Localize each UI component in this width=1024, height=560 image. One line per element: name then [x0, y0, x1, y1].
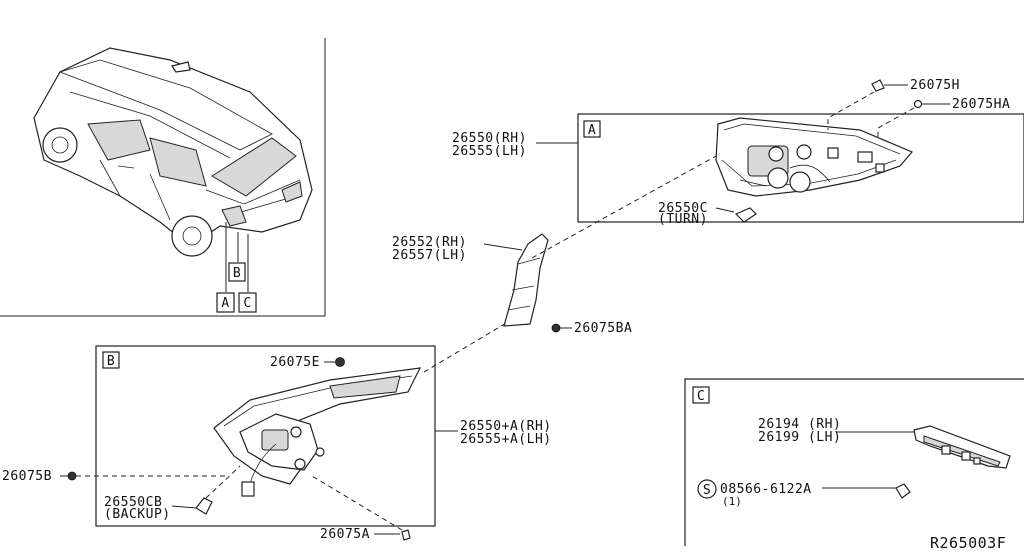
leader-26550c: [715, 207, 735, 213]
clip-26075h-icon: [871, 79, 885, 92]
vehicle-illustration: [33, 47, 313, 257]
section-c: C 26194 (RH) 26199 (LH) S 08566-6122A (1…: [684, 378, 1024, 546]
callout-box-a: A: [216, 292, 235, 313]
dash-26075h: [827, 91, 875, 130]
clip-26075a-icon: [401, 529, 411, 541]
nut-26075e-icon: [335, 357, 345, 367]
section-a: A 26075H 26075HA 26550C: [577, 78, 1024, 227]
rear-reflector: [913, 425, 1011, 469]
leader-26552: [483, 243, 523, 251]
screw-symbol: S: [703, 483, 711, 498]
callout-label-c: C: [243, 296, 251, 311]
bulb-26550c-icon: [734, 207, 757, 223]
reference-code: R265003F: [930, 534, 1006, 552]
label-08566: 08566-6122A: [720, 482, 812, 497]
bulb-26550cb-icon: [195, 497, 213, 515]
label-26555-lh: 26555(LH): [452, 144, 527, 159]
section-b-border: [95, 345, 436, 527]
dash-26075a: [311, 475, 403, 531]
dash-26550cb: [205, 465, 241, 499]
section-b-tag: B: [107, 354, 115, 369]
section-a-tag: A: [588, 123, 596, 138]
label-26557-lh: 26557(LH): [392, 248, 467, 263]
label-26075h: 26075H: [910, 78, 960, 93]
dash-b-to-bracket: [423, 321, 509, 373]
label-26550c-sub: (TURN): [658, 212, 708, 227]
dash-26075ha: [877, 107, 915, 140]
screw-symbol-circle: [697, 479, 717, 499]
nut-26075b-icon: [67, 471, 77, 481]
label-26550-rh: 26550(RH): [452, 131, 527, 146]
label-26550cb-sub: (BACKUP): [104, 507, 171, 522]
section-a-border: [577, 113, 1024, 223]
label-26075ha: 26075HA: [952, 97, 1010, 112]
label-26075b: 26075B: [2, 469, 52, 484]
section-a-tag-box: [583, 120, 601, 138]
section-b-tag-box: [102, 351, 120, 369]
vehicle-panel-border: [0, 38, 326, 317]
callout-label-a: A: [221, 296, 229, 311]
leader-26550cb: [171, 505, 197, 509]
section-c-tag-box: [692, 386, 710, 404]
section-c-tag: C: [697, 389, 705, 404]
label-26552-rh: 26552(RH): [392, 235, 467, 250]
label-26550a-rh: 26550+A(RH): [460, 419, 552, 434]
clip-26075ha-icon: [913, 99, 923, 109]
label-26555a-lh: 26555+A(LH): [460, 432, 552, 447]
vehicle-panel: B A C: [0, 38, 326, 317]
label-08566-qty: (1): [722, 495, 742, 508]
label-26075a: 26075A: [320, 527, 370, 542]
label-26550cb: 26550CB: [104, 495, 162, 510]
section-b: B 26075E 26550CB (BACKUP): [95, 345, 436, 527]
label-26550c: 26550C: [658, 201, 708, 216]
dash-bracket-to-a: [531, 155, 717, 259]
screw-08566-icon: [895, 483, 911, 499]
callout-box-b: B: [228, 262, 246, 282]
inner-lamp-assembly: [213, 367, 422, 497]
label-26075ba: 26075BA: [574, 321, 632, 336]
callout-label-b: B: [233, 266, 241, 281]
label-26194-rh: 26194 (RH): [758, 417, 841, 432]
bracket-26552: [503, 233, 549, 327]
nut-26075ba-icon: [551, 323, 561, 333]
label-26199-lh: 26199 (LH): [758, 430, 841, 445]
tail-lamp-assembly: [715, 117, 913, 197]
callout-box-c: C: [238, 292, 257, 313]
section-c-border: [684, 378, 1024, 546]
label-26075e: 26075E: [270, 355, 320, 370]
